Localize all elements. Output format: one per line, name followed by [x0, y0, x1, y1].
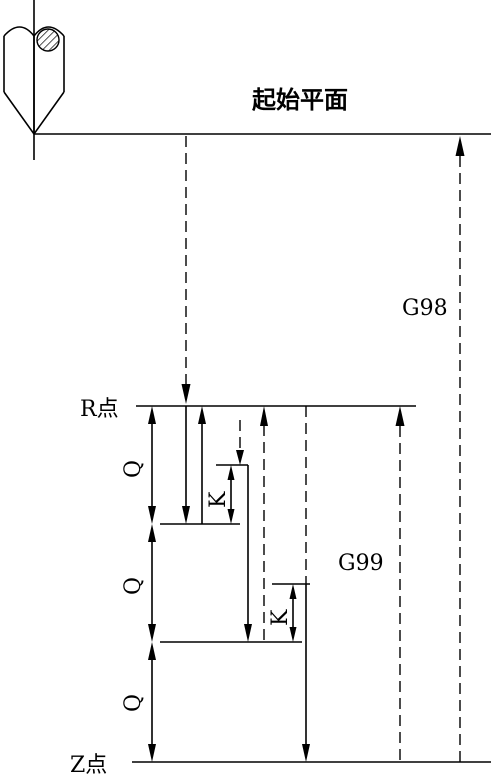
q-label-3: Q: [121, 694, 146, 712]
arrowhead: [260, 406, 268, 426]
arrowhead: [302, 744, 310, 762]
arrowhead: [244, 624, 252, 642]
k-dimension-1: [227, 465, 235, 524]
q-label-1: Q: [121, 460, 146, 478]
g98-label: G98: [402, 296, 448, 321]
q-dimension-1: [148, 406, 156, 524]
arrowhead: [198, 406, 206, 424]
arrowhead: [182, 506, 190, 524]
k-dimension-2: [289, 584, 297, 642]
q-dimension-2: [148, 524, 156, 642]
g99-label: G99: [338, 551, 384, 576]
drill-tool-icon: [3, 0, 65, 160]
k-label-1: K: [206, 491, 231, 508]
arrowhead: [181, 384, 191, 404]
arrowhead: [395, 406, 405, 426]
q-label-2: Q: [121, 577, 146, 595]
arrowhead: [236, 450, 244, 465]
arrowhead: [455, 136, 465, 156]
q-dimension-3: [148, 642, 156, 762]
z-point-label: Z点: [70, 753, 107, 776]
k-label-2: K: [268, 609, 293, 626]
initial-plane-label: 起始平面: [251, 86, 348, 114]
r-point-label: R点: [80, 397, 119, 422]
